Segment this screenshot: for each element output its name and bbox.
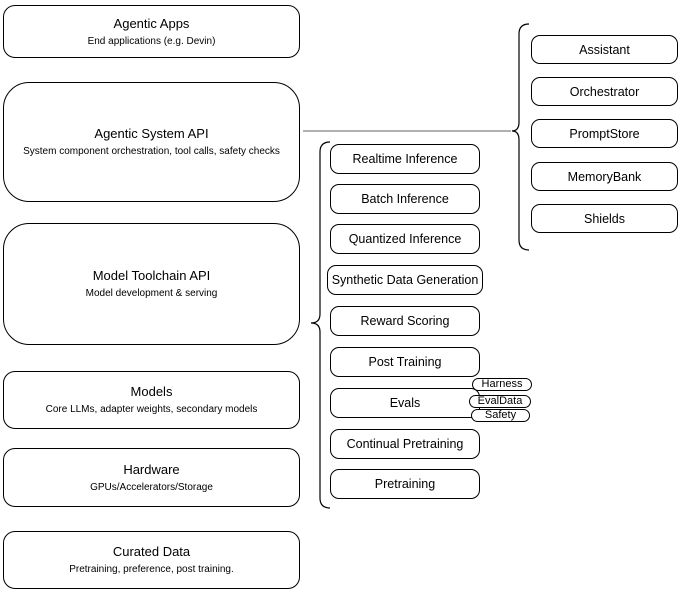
node-batch-inference: Batch Inference: [330, 184, 480, 214]
node-title: Agentic Apps: [113, 15, 190, 31]
node-subtitle: System component orchestration, tool cal…: [23, 146, 280, 157]
node-post-training: Post Training: [330, 347, 480, 377]
node-title: Model Toolchain API: [92, 268, 211, 283]
node-shields: Shields: [531, 204, 678, 233]
brace-system-components: [511, 23, 530, 251]
node-agentic-system-api: Agentic System API System component orch…: [3, 82, 300, 202]
node-agentic-apps: Agentic Apps End applications (e.g. Devi…: [3, 5, 300, 58]
node-curated-data: Curated Data Pretraining, preference, po…: [3, 531, 300, 589]
node-subtitle: Core LLMs, adapter weights, secondary mo…: [45, 404, 258, 415]
node-subtitle: End applications (e.g. Devin): [87, 35, 216, 47]
brace-toolchain-items: [310, 141, 331, 509]
node-assistant: Assistant: [531, 35, 678, 64]
node-realtime-inference: Realtime Inference: [330, 144, 480, 174]
node-synthetic-data-generation: Synthetic Data Generation: [327, 265, 483, 295]
node-title: Agentic System API: [94, 126, 209, 141]
node-continual-pretraining: Continual Pretraining: [330, 429, 480, 459]
pill-safety: Safety: [471, 409, 530, 422]
node-title: Curated Data: [112, 544, 191, 559]
node-pretraining: Pretraining: [330, 469, 480, 499]
pill-harness: Harness: [472, 378, 532, 391]
node-quantized-inference: Quantized Inference: [330, 224, 480, 254]
node-promptstore: PromptStore: [531, 119, 678, 148]
node-orchestrator: Orchestrator: [531, 77, 678, 106]
node-evals: Evals: [330, 388, 480, 418]
node-subtitle: Pretraining, preference, post training.: [69, 564, 234, 575]
pill-evaldata: EvalData: [469, 395, 531, 408]
node-subtitle: Model development & serving: [85, 288, 218, 299]
node-memorybank: MemoryBank: [531, 162, 678, 191]
node-model-toolchain-api: Model Toolchain API Model development & …: [3, 223, 300, 345]
node-title: Models: [130, 384, 173, 399]
node-models: Models Core LLMs, adapter weights, secon…: [3, 371, 300, 429]
node-reward-scoring: Reward Scoring: [330, 306, 480, 336]
node-hardware: Hardware GPUs/Accelerators/Storage: [3, 448, 300, 507]
node-title: Hardware: [123, 461, 180, 477]
node-subtitle: GPUs/Accelerators/Storage: [90, 481, 213, 493]
